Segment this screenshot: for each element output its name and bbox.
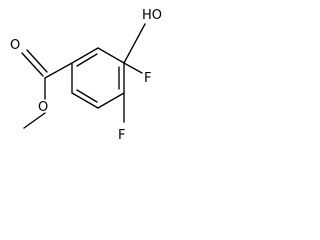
hydroxyl-label: HO — [142, 8, 162, 23]
methyl-ester-group: O O — [10, 38, 73, 129]
ring-bond-top-left — [71, 47, 99, 64]
carbonyl-oxygen-label: O — [10, 38, 20, 53]
ester-oxygen-label: O — [38, 100, 48, 115]
benzene-ring — [71, 47, 125, 109]
ring-to-carbonyl-bond — [44, 62, 73, 79]
hydroxyl-group: HO — [123, 8, 162, 64]
carbonyl-double-bond-left — [21, 52, 44, 77]
upper-fluorine-label: F — [144, 71, 151, 86]
ring-double-bond-bottom — [76, 89, 98, 103]
ring-bond-top-right — [97, 47, 125, 64]
chemical-structure: O O HO F F — [10, 8, 162, 143]
lower-fluorine-label: F — [118, 128, 125, 143]
upper-fluorine-bond — [123, 62, 143, 74]
ring-bond-bottom-right — [97, 92, 125, 109]
fluorine-substituents: F F — [118, 62, 151, 143]
methyl-bond — [23, 112, 46, 129]
ring-bond-bottom-left — [71, 92, 99, 109]
carbonyl-double-bond-right — [26, 49, 48, 73]
hydroxyl-bond — [123, 23, 146, 64]
ring-double-bond-top — [76, 53, 98, 67]
